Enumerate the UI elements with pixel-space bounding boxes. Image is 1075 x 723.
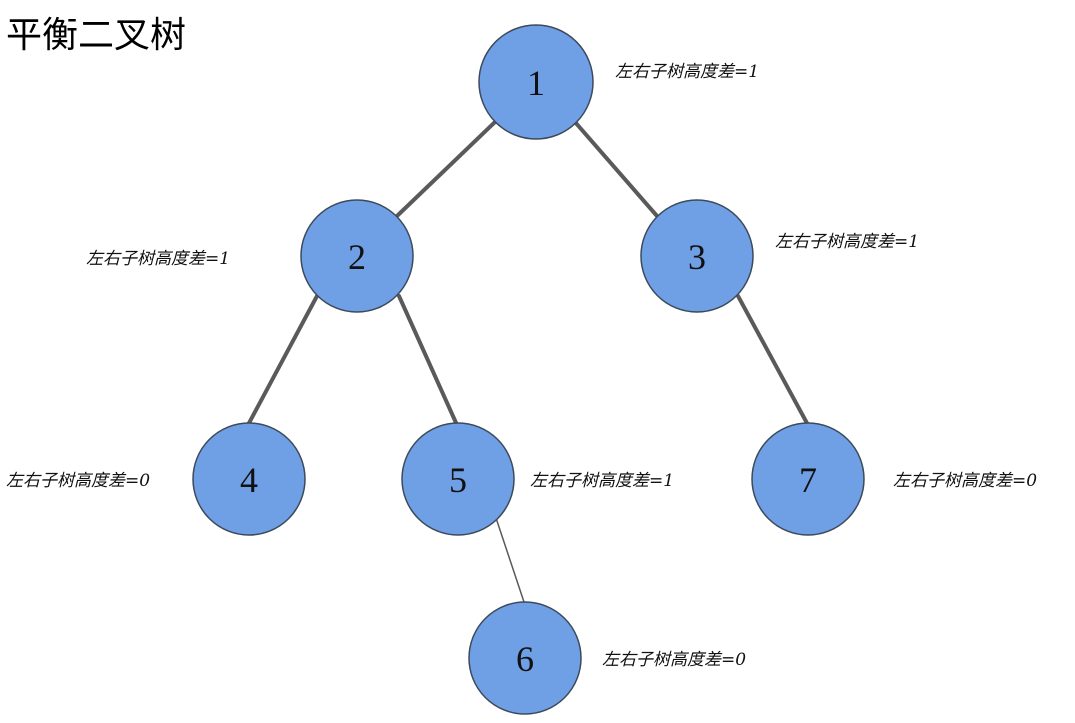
diagram-title: 平衡二叉树 — [6, 15, 186, 56]
node-circle — [640, 199, 754, 313]
node-height-note: 左右子树高度差=1 — [86, 249, 230, 269]
node-circle — [300, 199, 414, 313]
node-label: 4 — [240, 460, 258, 500]
tree-node-6: 6 左右子树高度差=0 — [468, 601, 746, 715]
node-height-note: 左右子树高度差=1 — [615, 62, 759, 82]
node-label: 6 — [516, 639, 534, 679]
node-label: 7 — [799, 460, 817, 500]
node-label: 2 — [348, 237, 366, 277]
node-circle — [478, 24, 594, 140]
node-circle — [751, 422, 865, 536]
edge-2-5 — [397, 294, 459, 427]
node-height-note: 左右子树高度差=1 — [775, 232, 919, 252]
tree-node-7: 7 左右子树高度差=0 — [751, 422, 1037, 536]
edge-2-4 — [246, 294, 319, 427]
node-circle — [401, 422, 515, 536]
edge-5-6 — [495, 517, 525, 603]
node-height-note: 左右子树高度差=1 — [530, 471, 674, 491]
tree-node-1: 1 左右子树高度差=1 — [478, 24, 759, 140]
edge-1-2 — [395, 120, 497, 218]
edges — [246, 120, 810, 603]
node-circle — [468, 601, 582, 715]
tree-node-2: 2 左右子树高度差=1 — [86, 199, 414, 313]
tree-node-3: 3 左右子树高度差=1 — [640, 199, 919, 313]
tree-node-5: 5 左右子树高度差=1 — [401, 422, 674, 536]
node-height-note: 左右子树高度差=0 — [893, 471, 1037, 491]
node-label: 3 — [688, 237, 706, 277]
node-height-note: 左右子树高度差=0 — [6, 471, 150, 491]
node-label: 1 — [527, 63, 545, 103]
edge-3-7 — [736, 294, 810, 427]
node-label: 5 — [449, 460, 467, 500]
node-height-note: 左右子树高度差=0 — [602, 650, 746, 670]
node-circle — [192, 422, 306, 536]
tree-node-4: 4 左右子树高度差=0 — [6, 422, 306, 536]
edge-1-3 — [573, 120, 659, 218]
